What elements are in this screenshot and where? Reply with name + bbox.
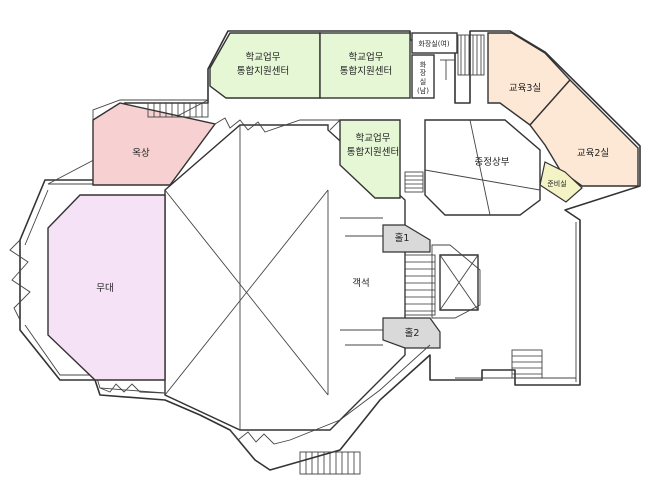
courtyard-upper: 중정상부	[424, 119, 541, 216]
rooftop-label: 옥상	[132, 148, 150, 159]
support-center-a-line2: 통합지원센터	[237, 66, 289, 77]
stage-room: 무대	[47, 194, 166, 381]
prep-room-label: 준비실	[547, 179, 566, 188]
hall-2: 홀2	[382, 317, 441, 349]
restroom-male-char3: 실	[420, 77, 426, 86]
balcony-edges	[99, 117, 431, 445]
stairs-southeast	[511, 349, 543, 379]
stage-label: 무대	[96, 283, 113, 294]
rooftop-room: 옥상	[92, 102, 217, 186]
restroom-male-char2: 장	[420, 68, 427, 77]
seating-label: 객석	[352, 278, 369, 289]
support-center-c-line2: 통합지원센터	[347, 147, 399, 158]
education-room-2-label: 교육2실	[577, 148, 609, 159]
support-center-b-line1: 학교업무	[349, 51, 384, 63]
support-center-c-line1: 학교업무	[356, 132, 391, 144]
stairs-courtyard	[404, 171, 424, 193]
support-center-a-line1: 학교업무	[246, 51, 281, 63]
stairs-south	[299, 451, 361, 475]
support-center-b-line2: 통합지원센터	[340, 66, 392, 77]
restrooms: 화장실(여) 화 장 실 (남)	[411, 32, 458, 99]
auditorium	[164, 124, 406, 431]
aisle-lines	[329, 119, 383, 346]
stairs-north	[457, 34, 485, 76]
central-core	[431, 244, 481, 319]
restroom-female-label: 화장실(여)	[418, 39, 449, 48]
building-outline	[9, 30, 641, 471]
stairs-rooftop	[147, 102, 209, 118]
restroom-male-char4: (남)	[417, 86, 429, 95]
support-center-b: 학교업무 통합지원센터	[319, 32, 411, 99]
hall-2-label: 홀2	[405, 327, 420, 339]
education-room-3-label: 교육3실	[509, 83, 541, 94]
stairs-core	[404, 254, 436, 316]
support-center-a: 학교업무 통합지원센터	[209, 32, 321, 99]
hall-1-label: 홀1	[395, 232, 410, 244]
hall-1: 홀1	[382, 224, 431, 253]
support-center-c: 학교업무 통합지원센터	[339, 119, 401, 199]
prep-room: 준비실	[539, 161, 583, 203]
courtyard-upper-label: 중정상부	[475, 157, 510, 168]
restroom-male-char1: 화	[420, 61, 427, 69]
